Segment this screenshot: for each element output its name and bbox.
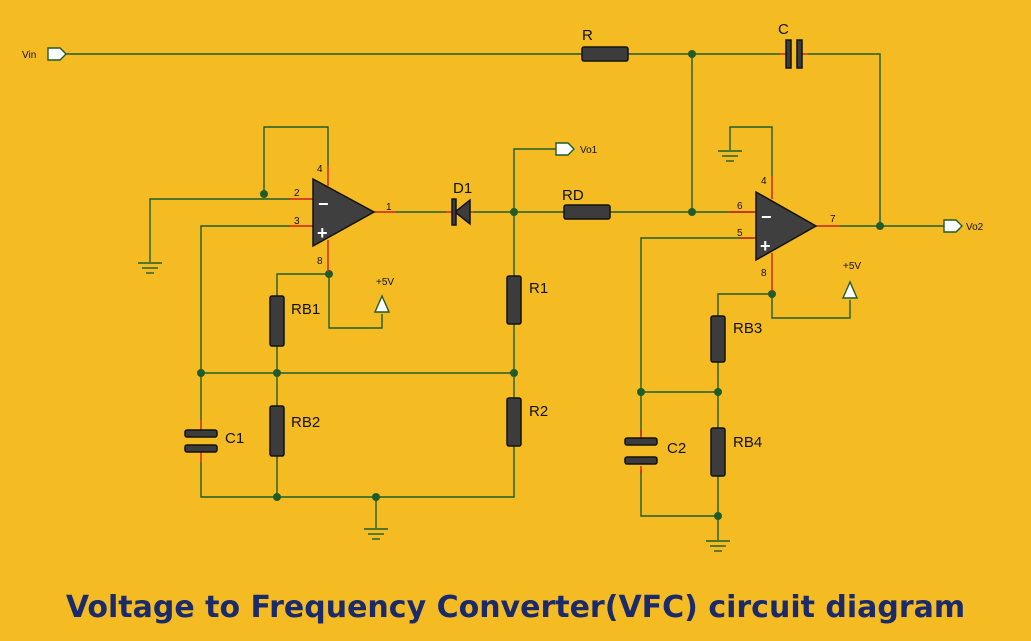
u1-pin-vplus: 4 <box>317 164 323 175</box>
capacitor-c2-label: C2 <box>667 440 686 457</box>
junctions <box>197 50 884 520</box>
wires <box>64 53 944 540</box>
capacitor-c2: C2 <box>624 430 686 474</box>
opamp-u1: − + 2 3 1 4 8 <box>290 164 396 272</box>
diode-d1: D1 <box>446 180 474 226</box>
vin-port: Vin <box>22 47 67 61</box>
capacitor-c1-label: C1 <box>225 430 244 447</box>
u2-pin-vminus: 8 <box>761 268 767 279</box>
supply-u2-label: +5V <box>843 261 861 272</box>
u1-pin-noninv: 3 <box>294 216 300 227</box>
resistor-rb4: RB4 <box>710 427 762 477</box>
resistor-rd: RD <box>562 187 611 220</box>
capacitor-c-label: C <box>778 21 789 38</box>
capacitor-c1: C1 <box>184 420 244 462</box>
u1-pin-inv: 2 <box>294 188 300 199</box>
resistor-rd-label: RD <box>562 187 584 204</box>
u1-pin-out: 1 <box>386 202 392 213</box>
supply-u1-label: +5V <box>376 277 394 288</box>
diagram-caption: Voltage to Frequency Converter(VFC) circ… <box>65 590 966 625</box>
u2-pin-noninv: 5 <box>737 228 743 239</box>
resistor-r1-label: R1 <box>529 280 548 297</box>
ground-u1-inv <box>138 262 162 274</box>
vo2-port: Vo2 <box>943 219 984 233</box>
resistor-r-label: R <box>582 27 593 44</box>
ground-rb4 <box>706 540 730 552</box>
u2-minus-sign: − <box>761 207 772 227</box>
resistor-r: R <box>581 27 629 62</box>
ground-bottom <box>364 528 388 540</box>
resistor-r2-label: R2 <box>529 403 548 420</box>
vo2-label: Vo2 <box>966 222 984 233</box>
ground-u2-top <box>718 150 742 162</box>
u2-pin-inv: 6 <box>737 201 743 212</box>
resistor-r1: R1 <box>506 275 548 325</box>
capacitor-c: C <box>778 21 808 69</box>
resistor-rb4-label: RB4 <box>733 434 762 451</box>
supply-u2: +5V <box>841 261 861 299</box>
resistor-rb2-label: RB2 <box>291 414 320 431</box>
resistor-r2: R2 <box>506 397 548 447</box>
vin-label: Vin <box>22 50 36 61</box>
resistor-rb1: RB1 <box>269 295 320 347</box>
u1-minus-sign: − <box>318 194 329 214</box>
resistor-rb3-label: RB3 <box>733 320 762 337</box>
vo1-port: Vo1 <box>555 142 598 156</box>
resistor-rb1-label: RB1 <box>291 301 320 318</box>
opamp-u2: − + 6 5 7 4 8 <box>730 176 840 292</box>
u2-pin-out: 7 <box>830 214 836 225</box>
u2-pin-vplus: 4 <box>761 176 767 187</box>
u1-plus-sign: + <box>317 223 328 243</box>
u2-plus-sign: + <box>760 236 771 256</box>
diode-d1-label: D1 <box>453 180 472 197</box>
supply-u1: +5V <box>373 277 394 313</box>
vo1-label: Vo1 <box>580 145 598 156</box>
resistor-rb2: RB2 <box>269 405 320 457</box>
resistor-rb3: RB3 <box>710 315 762 363</box>
u1-pin-vminus: 8 <box>317 256 323 267</box>
